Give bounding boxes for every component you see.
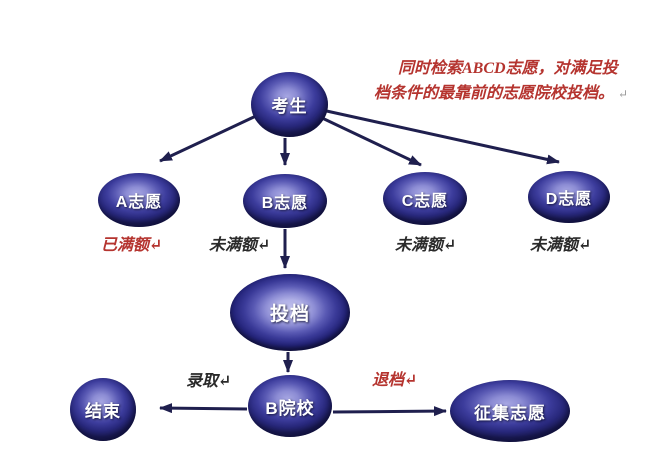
- status-c-not-full: 未满额↵: [395, 237, 457, 254]
- node-zhengji-label: 征集志愿: [474, 403, 546, 423]
- arrow-college-to-zhengji: [332, 406, 447, 417]
- annotation-text: 同时检索ABCD志愿，对满足投 档条件的最靠前的志愿院校投档。 ↵: [374, 56, 644, 107]
- node-choice-d: D志愿: [528, 171, 610, 223]
- node-college-b-label: B院校: [265, 398, 315, 418]
- node-zhengji: 征集志愿: [450, 380, 570, 442]
- node-end: 结束: [70, 378, 136, 441]
- node-choice-a-label: A志愿: [115, 194, 163, 211]
- node-end-label: 结束: [85, 402, 121, 421]
- arrow-kaosheng-to-a: [159, 114, 257, 163]
- node-kaosheng-label: 考生: [271, 97, 308, 116]
- node-choice-b: B志愿: [243, 174, 327, 228]
- node-toudang-label: 投档: [269, 304, 310, 325]
- annotation-line-1: 同时检索ABCD志愿，对满足投: [398, 60, 618, 77]
- status-b-not-full: 未满额↵: [209, 237, 271, 254]
- node-choice-d-label: D志愿: [545, 191, 593, 208]
- edge-label-admit: 录取↵: [186, 373, 232, 390]
- status-d-not-full: 未满额↵: [530, 237, 592, 254]
- node-choice-c-label: C志愿: [401, 192, 449, 210]
- paragraph-mark-icon: ↵: [618, 87, 629, 101]
- edge-label-reject: 退档↵: [372, 372, 418, 389]
- annotation-line-2: 档条件的最靠前的志愿院校投档。 ↵: [374, 85, 629, 102]
- node-choice-a: A志愿: [98, 173, 180, 227]
- node-choice-b-label: B志愿: [261, 195, 309, 212]
- arrow-kaosheng-to-c: [319, 115, 422, 167]
- node-toudang: 投档: [230, 274, 350, 351]
- node-choice-c: C志愿: [383, 172, 467, 225]
- arrow-kaosheng-to-d: [321, 108, 560, 165]
- node-kaosheng: 考生: [251, 72, 328, 137]
- status-a-full: 已满额↵: [101, 237, 163, 254]
- node-college-b: B院校: [248, 375, 332, 437]
- arrow-college-to-end: [159, 403, 248, 414]
